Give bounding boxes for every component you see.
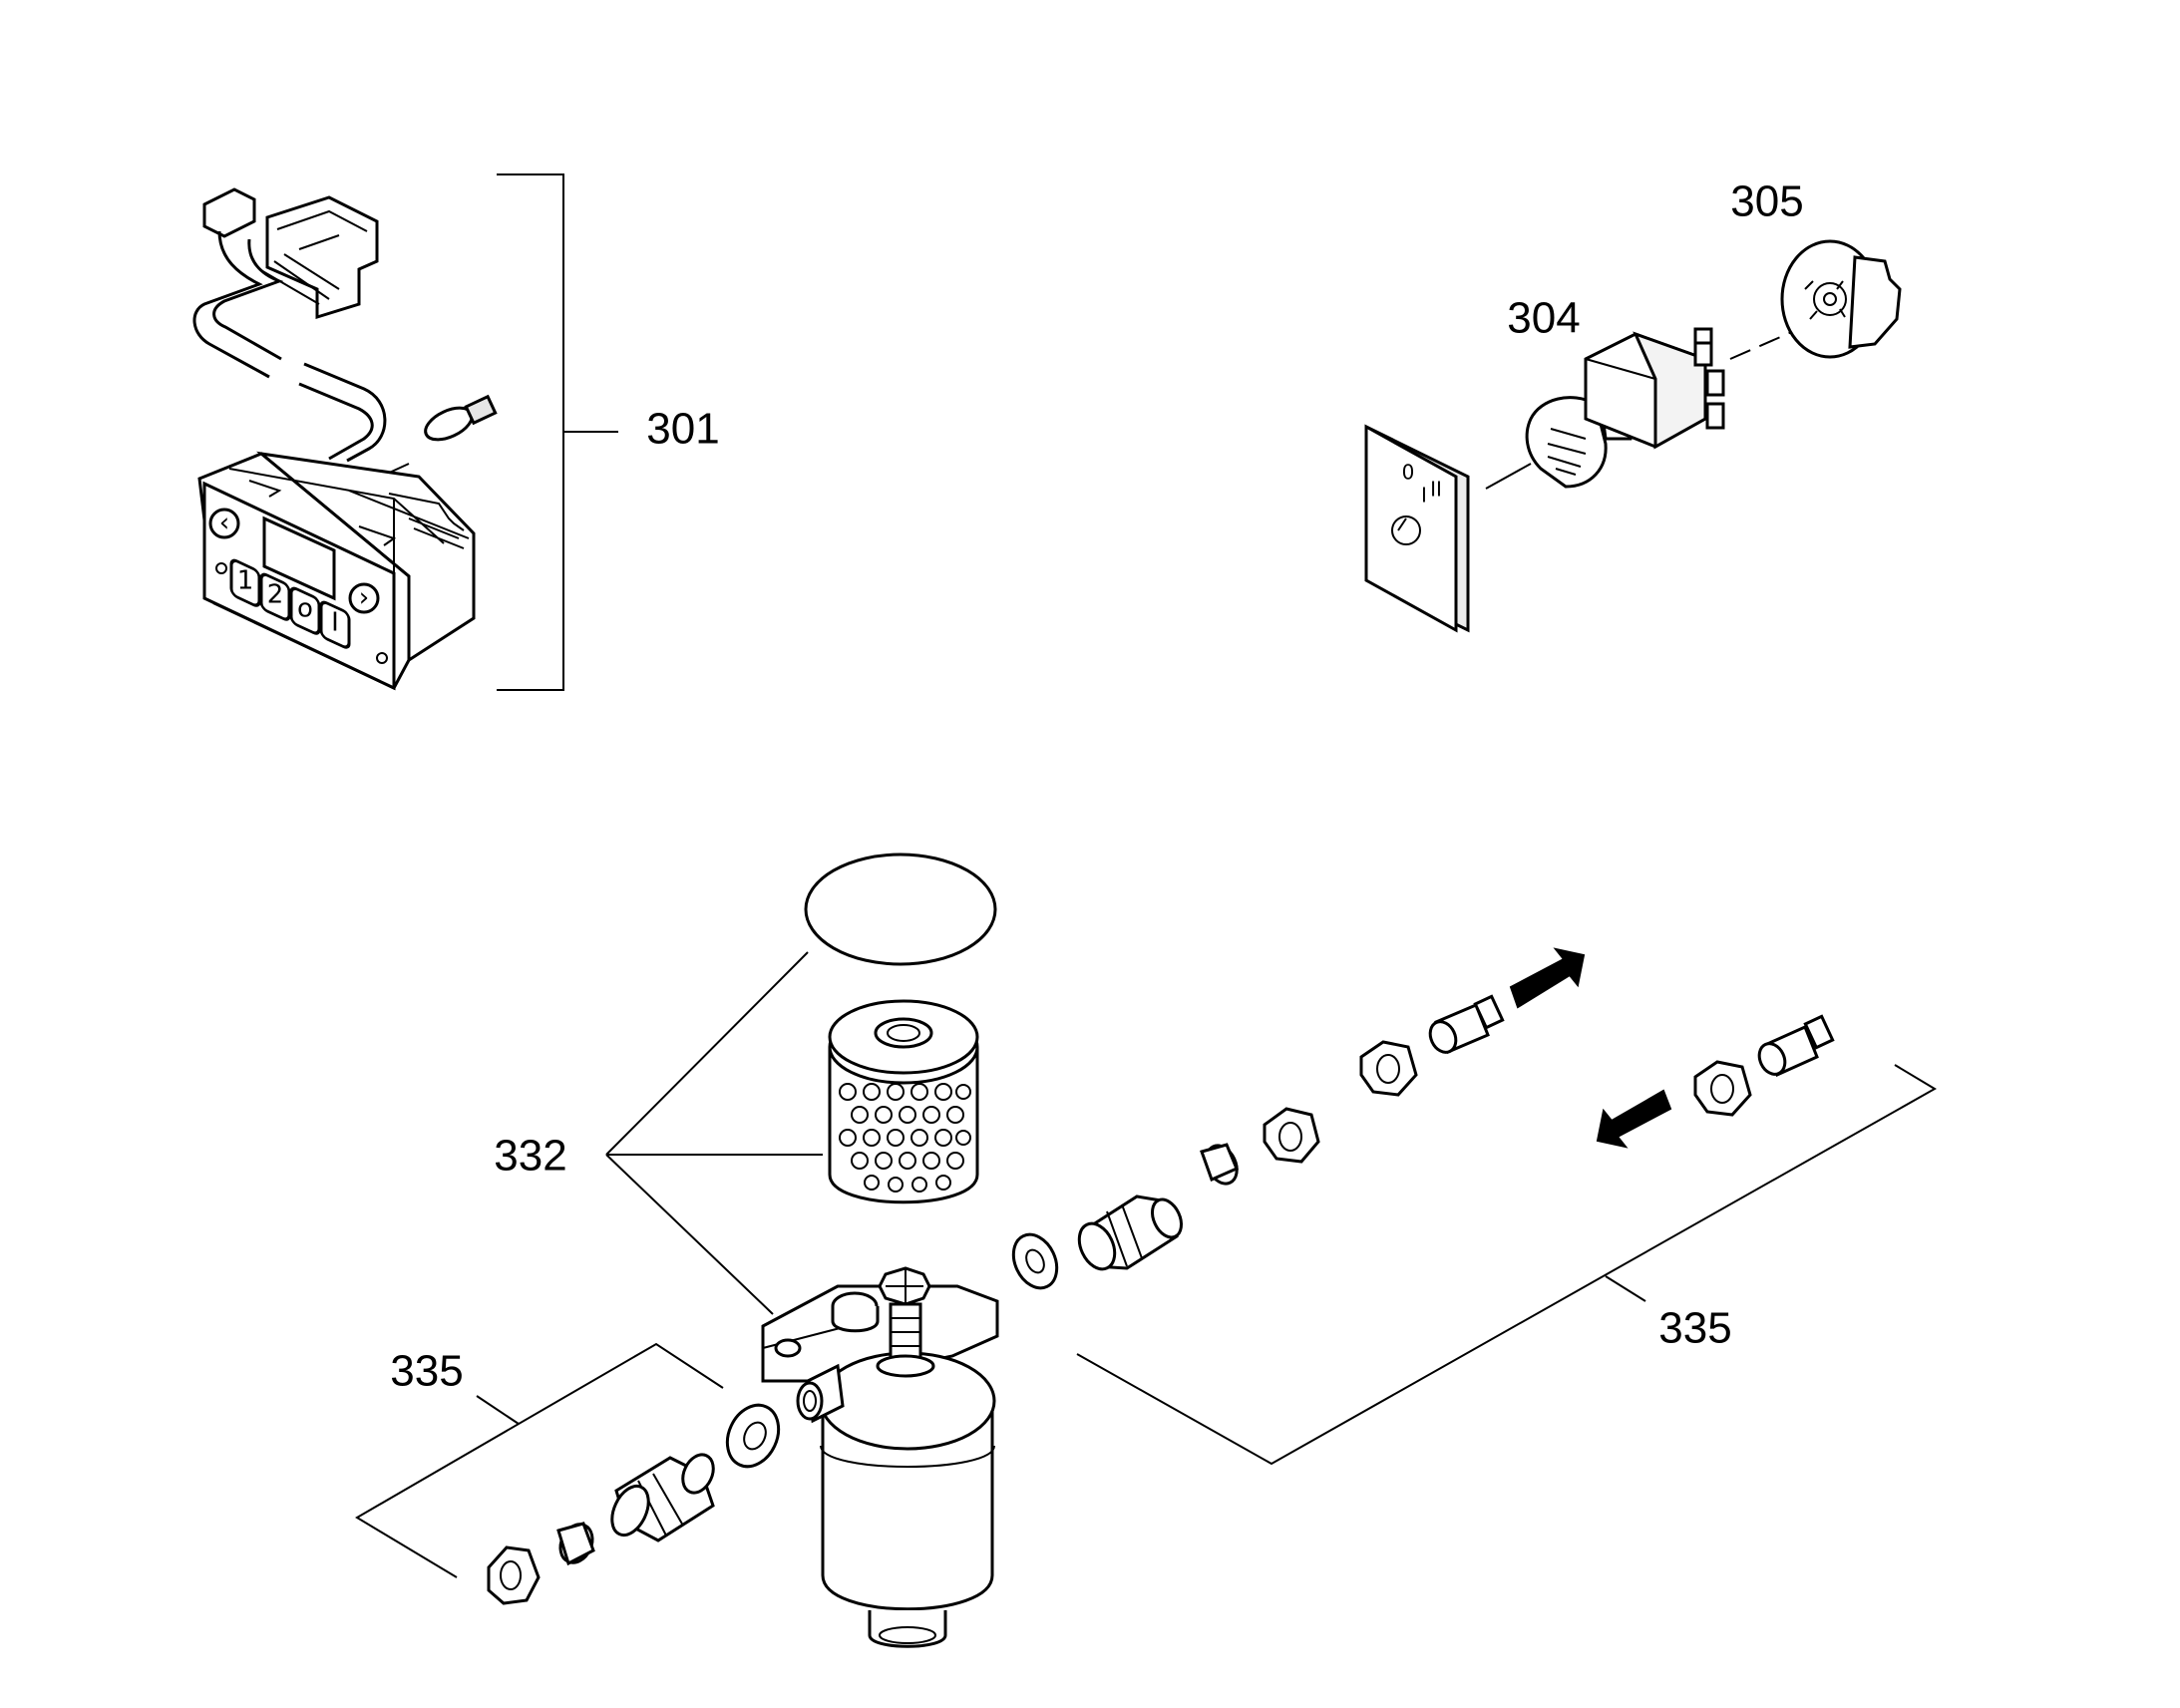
callout-335-right: 335 [1658,1304,1731,1353]
key-0-label: o [297,594,313,624]
bracket-335-left [355,1342,724,1578]
key-on-label: I [331,608,339,638]
bracket-301 [497,173,618,691]
switch-plate: 0 I II [1364,424,1532,633]
bracket-335-right [1076,1064,1937,1466]
left-fittings [487,1403,781,1605]
harness-connector [202,187,379,320]
callout-305: 305 [1730,177,1803,226]
key-1 [229,558,261,607]
rotary-switch-304 [1525,327,1725,489]
key-1-label: 1 [237,566,254,596]
key-on [319,600,351,649]
svg-text:›: › [359,583,369,613]
svg-text:‹: ‹ [219,509,229,538]
filter-gasket [804,853,997,966]
callout-332-leaders [605,951,823,1315]
key-0 [289,586,321,635]
callout-304: 304 [1507,294,1580,343]
switch-knob-305 [1780,239,1902,359]
switch-mark-off: 0 [1402,461,1415,485]
switch-mark-on2: II [1430,478,1442,502]
left-arrow-button-icon [208,508,240,539]
wiring-harness-cable [192,230,387,463]
right-arrow-button-icon [348,582,380,614]
filter-housing [761,1266,999,1648]
key-2 [259,572,291,621]
callout-301: 301 [646,405,719,454]
control-panel-assembly: ‹ › 1 2 o I [192,187,498,691]
switch-mark-on: I [1421,484,1427,508]
filter-perforations [839,1083,971,1193]
callout-335-left: 335 [390,1347,463,1396]
callout-332: 332 [494,1132,566,1181]
right-fittings [1011,994,1835,1290]
filter-element [828,999,979,1204]
keypad: 1 2 o I [229,558,351,649]
flow-arrow-return-icon [1596,1089,1672,1149]
flow-arrow-outlet-icon [1509,947,1586,1009]
key-2-label: 2 [267,580,284,610]
